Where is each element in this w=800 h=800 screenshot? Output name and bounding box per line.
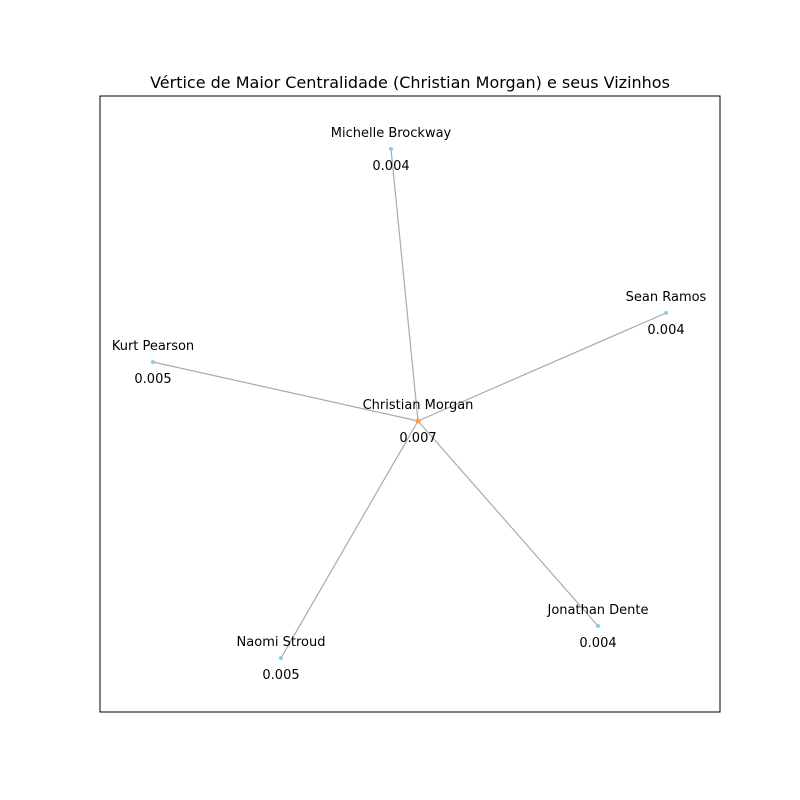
node-value-jonathan-dente: 0.004 (579, 636, 616, 651)
node-michelle-brockway (389, 147, 393, 151)
plot-frame (99, 95, 721, 713)
edge-christian-morgan-michelle-brockway (390, 148, 419, 422)
node-label-kurt-pearson: Kurt Pearson (112, 339, 194, 354)
node-label-sean-ramos: Sean Ramos (626, 290, 707, 305)
edge-christian-morgan-jonathan-dente (417, 420, 599, 627)
node-label-christian-morgan: Christian Morgan (363, 398, 474, 413)
node-value-christian-morgan: 0.007 (399, 431, 436, 446)
node-value-sean-ramos: 0.004 (647, 323, 684, 338)
edge-christian-morgan-sean-ramos (417, 312, 667, 422)
node-sean-ramos (664, 311, 668, 315)
node-naomi-stroud (279, 656, 283, 660)
edge-christian-morgan-kurt-pearson (152, 361, 419, 422)
node-label-naomi-stroud: Naomi Stroud (237, 635, 326, 650)
node-value-naomi-stroud: 0.005 (262, 668, 299, 683)
node-christian-morgan (415, 418, 421, 424)
node-label-michelle-brockway: Michelle Brockway (331, 126, 452, 141)
node-value-michelle-brockway: 0.004 (372, 159, 409, 174)
node-jonathan-dente (596, 624, 600, 628)
figure-title: Vértice de Maior Centralidade (Christian… (150, 73, 670, 92)
edge-christian-morgan-naomi-stroud (280, 420, 419, 659)
edges-layer (152, 148, 667, 659)
node-label-jonathan-dente: Jonathan Dente (546, 603, 648, 618)
node-value-kurt-pearson: 0.005 (134, 372, 171, 387)
nodes-layer (151, 147, 668, 660)
node-kurt-pearson (151, 360, 155, 364)
